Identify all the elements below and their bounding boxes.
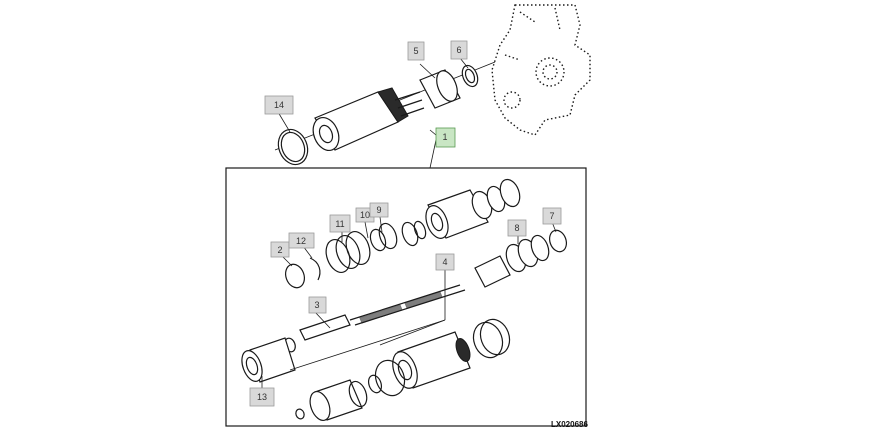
callout-2: 2 (270, 241, 290, 258)
callout-14: 14 (264, 95, 294, 115)
callout-4: 4 (435, 253, 455, 271)
callout-7: 7 (542, 207, 562, 225)
callout-12-label: 12 (296, 236, 306, 246)
callout-8: 8 (507, 219, 527, 237)
callout-11-label: 11 (335, 219, 344, 229)
detail-frame (225, 167, 587, 427)
reference-code: LX020686 (551, 420, 588, 429)
callout-1: 1 (435, 127, 456, 148)
callout-13: 13 (249, 387, 275, 407)
callout-14-label: 14 (274, 100, 284, 110)
callout-8-label: 8 (514, 223, 519, 233)
callout-5-label: 5 (413, 46, 418, 56)
cartridge-assembly-top (274, 57, 496, 169)
callout-2-label: 2 (277, 245, 282, 255)
callout-1-label: 1 (442, 132, 447, 142)
callout-4-label: 4 (442, 257, 447, 267)
callout-9: 9 (369, 202, 389, 218)
callout-11: 11 (329, 214, 351, 233)
callout-5: 5 (407, 41, 425, 61)
callout-9-label: 9 (376, 205, 381, 215)
callout-6-label: 6 (456, 45, 461, 55)
callout-3: 3 (308, 296, 327, 314)
callout-6: 6 (450, 40, 468, 60)
exploded-detail-parts (241, 178, 568, 422)
callout-13-label: 13 (257, 392, 267, 402)
callout-12: 12 (288, 232, 315, 249)
callout-3-label: 3 (314, 300, 319, 310)
callout-7-label: 7 (549, 211, 554, 221)
valve-housing-outline (491, 4, 591, 136)
callout-10-label: 10 (360, 210, 370, 220)
